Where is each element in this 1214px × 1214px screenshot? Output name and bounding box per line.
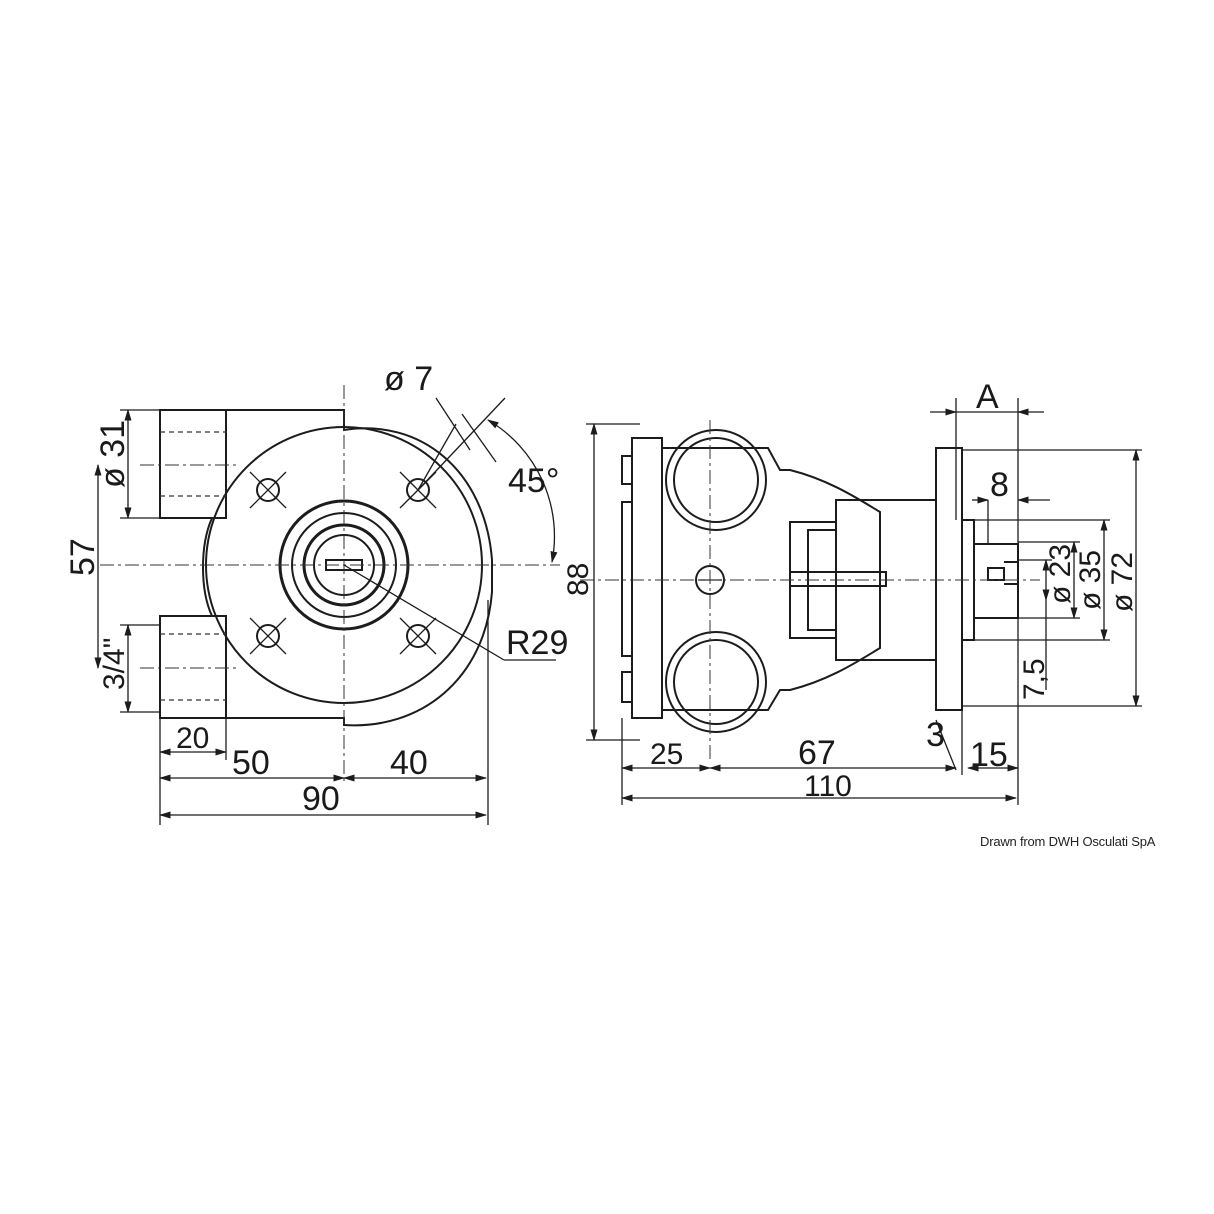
dim-port-dia: ø 31 bbox=[94, 420, 132, 488]
dim-d-small: ø 23 bbox=[1044, 544, 1077, 604]
dim-offset: 7,5 bbox=[1018, 658, 1051, 700]
dim-angle: 45° bbox=[508, 462, 559, 500]
dim-tip: 15 bbox=[970, 736, 1008, 774]
dim-side-overall: 110 bbox=[804, 770, 852, 803]
dim-radius: R29 bbox=[506, 624, 568, 662]
side-flange-plate bbox=[631, 437, 663, 719]
side-upper-port-inner bbox=[673, 437, 759, 523]
dim-side-height: 88 bbox=[562, 563, 595, 596]
upper-port bbox=[159, 409, 227, 519]
dim-shaft-len: 8 bbox=[990, 466, 1009, 504]
dim-left: 50 bbox=[232, 744, 270, 782]
side-lower-port-outer bbox=[665, 631, 767, 733]
side-pump-body bbox=[661, 447, 881, 711]
dim-front-overall: 90 bbox=[302, 780, 340, 818]
dim-d-mid: ø 35 bbox=[1074, 550, 1107, 610]
bolt-holes bbox=[249, 471, 437, 655]
dim-thread: 3/4" bbox=[98, 638, 131, 690]
front-body-outline bbox=[159, 409, 493, 727]
side-view: 88 A 8 ø 23 ø 35 ø 72 7,5 3 15 25 67 110 bbox=[562, 378, 1142, 805]
dim-right: 40 bbox=[390, 744, 428, 782]
credit-text: Drawn from DWH Osculati SpA bbox=[980, 834, 1156, 849]
dim-body-mid: 67 bbox=[798, 734, 836, 772]
shaft-keyway bbox=[325, 559, 363, 571]
dim-front-height: 57 bbox=[64, 538, 102, 576]
dim-d-large: ø 72 bbox=[1106, 552, 1139, 612]
side-lower-port-inner bbox=[673, 639, 759, 725]
side-mounting-flange bbox=[935, 447, 963, 711]
dim-body-front: 25 bbox=[650, 738, 683, 771]
lower-port bbox=[159, 615, 227, 719]
dim-a: A bbox=[976, 378, 999, 416]
side-upper-port-outer bbox=[665, 429, 767, 531]
dim-hole: ø 7 bbox=[384, 360, 433, 398]
front-view: ø 31 57 3/4" 20 50 40 90 ø 7 45° R29 bbox=[64, 360, 568, 825]
dim-flange: 3 bbox=[926, 716, 945, 754]
dim-port-len: 20 bbox=[176, 722, 209, 755]
